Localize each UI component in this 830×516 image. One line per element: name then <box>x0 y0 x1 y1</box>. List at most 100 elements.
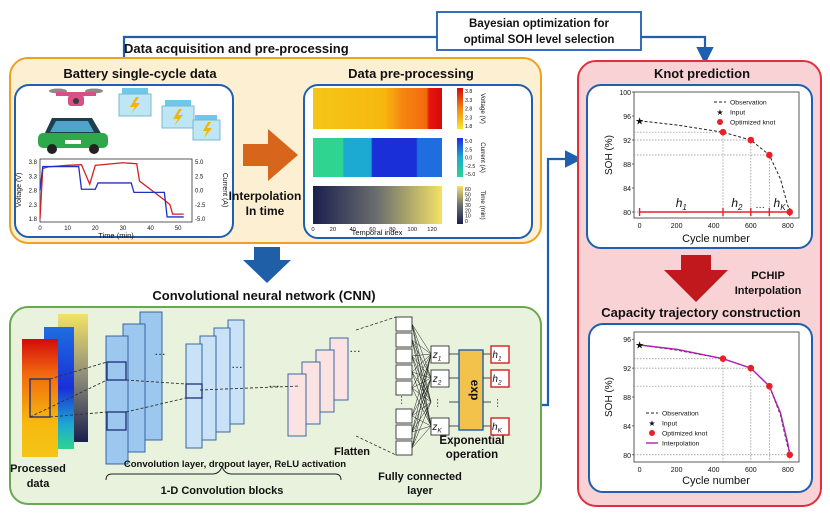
fc-edge <box>411 355 432 379</box>
flatten-node <box>395 364 413 380</box>
temporal-tick: 20 <box>330 227 336 233</box>
optimized-knot-point <box>766 382 773 390</box>
soh-tick: 96 <box>623 114 631 121</box>
flatten-node <box>395 332 413 348</box>
current-tick: 0.0 <box>195 189 204 195</box>
fc-edge <box>411 425 432 449</box>
conv-block-3 <box>287 373 307 437</box>
battery-icon-2 <box>161 100 195 129</box>
voltage-tick: 3.3 <box>29 174 38 180</box>
flatten-label: Flatten <box>334 446 370 458</box>
voltage-tick: 1.8 <box>29 217 38 223</box>
voltage-heatmap <box>313 88 442 129</box>
fc-edge <box>411 371 432 427</box>
legend-label: Optimized knot <box>730 120 775 127</box>
colorbar-tick: 2.3 <box>465 115 472 121</box>
knot-xlabel: Cycle number <box>682 233 750 245</box>
soh-tick: 100 <box>619 90 631 97</box>
cnn-title: Convolutional neural network (CNN) <box>152 288 375 303</box>
soh-tick: 92 <box>623 138 631 145</box>
flatten-node <box>395 316 413 332</box>
fully-connected-layer <box>411 323 432 449</box>
flatten-guide <box>355 316 397 331</box>
optimized-knot-point <box>719 355 727 363</box>
colorbar-tick: 5.0 <box>465 139 472 145</box>
fc-edge <box>411 377 432 433</box>
h-node <box>490 345 510 364</box>
time-tick: 20 <box>92 226 99 232</box>
interpolation-arrow: Interpolation In time <box>229 129 301 218</box>
conv-blocks-label: 1-D Convolution blocks <box>161 485 284 497</box>
current-tick: 5.0 <box>195 160 204 166</box>
time-tick: 0 <box>38 226 42 232</box>
time-heatmap <box>313 186 442 224</box>
soh-tick: 84 <box>623 424 631 431</box>
fc-edge <box>411 401 432 417</box>
bayesian-line2: optimal SOH level selection <box>464 34 615 46</box>
temporal-tick: 120 <box>427 227 437 233</box>
optimized-knot-point <box>786 451 794 459</box>
colorbar-label: Time (min) <box>479 190 486 219</box>
voltage-tick: 2.8 <box>29 189 38 195</box>
time-colorbar <box>457 186 463 224</box>
temporal-tick: 60 <box>369 227 375 233</box>
h-segment-label: h1 <box>676 196 687 212</box>
h-segment-dots: … <box>755 200 765 211</box>
processed-label-2: data <box>27 478 51 490</box>
acquisition-to-cnn-arrow <box>243 247 291 283</box>
legend-input-swatch: ★ <box>716 108 723 117</box>
preprocess-panel-title: Data pre-processing <box>348 66 474 81</box>
colorbar-tick: 40 <box>465 198 471 204</box>
optimized-knot-point <box>747 136 755 144</box>
soh-tick: 80 <box>623 210 631 217</box>
colorbar-tick: 20 <box>465 208 471 214</box>
current-tick: -2.5 <box>195 203 206 209</box>
legend-knot-swatch <box>649 430 655 436</box>
battery-icon-3 <box>192 115 221 141</box>
fc-edge <box>411 377 432 449</box>
fc-edge <box>411 387 432 403</box>
h-label: h1 <box>492 350 502 363</box>
optimized-knot-point <box>766 151 773 159</box>
fc-edge <box>411 355 432 403</box>
fc-edge <box>411 323 432 355</box>
temporal-tick: 0 <box>311 227 314 233</box>
fc-edge <box>411 353 432 417</box>
legend-label: Observation <box>730 100 767 107</box>
knot-title: Knot prediction <box>654 66 750 81</box>
cycle-tick: 200 <box>671 467 683 474</box>
time-tick: 10 <box>64 226 71 232</box>
fc-edge <box>411 401 432 433</box>
cycle-tick: 400 <box>708 223 720 230</box>
legend-label: Optimized knot <box>662 431 707 438</box>
colorbar-tick: 2.8 <box>465 107 472 113</box>
fc-edge <box>411 377 432 389</box>
z-label: z1 <box>432 350 442 363</box>
cycle-tick: 400 <box>708 467 720 474</box>
receptive-field-lines <box>29 361 301 418</box>
legend-input-swatch: ★ <box>648 419 655 428</box>
voltage-tick: 2.3 <box>29 203 38 209</box>
time-tick: 50 <box>175 226 182 232</box>
kernel-3 <box>185 383 203 399</box>
pchip-arrow: PCHIP Interpolation <box>664 255 802 302</box>
conv-block-2 <box>185 343 203 449</box>
z-label: z2 <box>432 374 442 387</box>
knot-ylabel: SOH (%) <box>604 135 615 175</box>
colorbar-tick: 30 <box>465 203 471 209</box>
cycle-tick: 200 <box>671 223 683 230</box>
fc-edge <box>411 371 432 379</box>
h-segment-label: h2 <box>731 196 743 212</box>
h-node <box>490 369 510 388</box>
time-axis-label: Time (min) <box>98 231 134 240</box>
colorbar-tick: 50 <box>465 192 471 198</box>
pchip-line2: Interpolation <box>735 285 802 297</box>
current-tick: 2.5 <box>195 174 204 180</box>
current-axis-label: Current (A) <box>221 173 228 208</box>
fc-edge <box>411 425 432 433</box>
